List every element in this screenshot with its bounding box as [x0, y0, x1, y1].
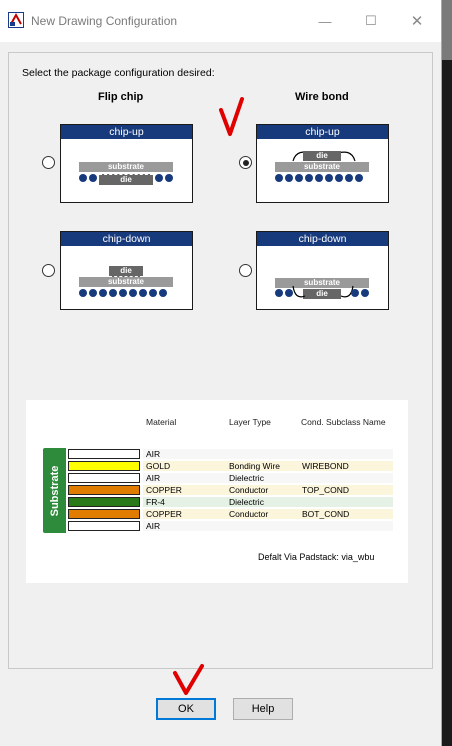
window-title: New Drawing Configuration	[31, 14, 178, 28]
layer-layer-type: Conductor	[229, 509, 269, 519]
solder-ball	[355, 174, 363, 182]
layer-color-swatch	[68, 497, 140, 507]
solder-ball	[285, 174, 293, 182]
wire-bond-down-radio[interactable]	[239, 264, 252, 277]
padstack-text: Defalt Via Padstack: via_wbu	[258, 552, 375, 562]
layer-material: AIR	[146, 473, 161, 483]
layer-material: AIR	[146, 521, 161, 531]
die-label: die	[109, 266, 143, 277]
layer-material: COPPER	[146, 509, 182, 519]
solder-ball	[99, 289, 107, 297]
substrate-side-label: Substrate	[43, 448, 66, 533]
background-window-edge	[441, 60, 452, 746]
app-icon	[8, 12, 24, 28]
maximize-button[interactable]: ☐	[365, 13, 377, 28]
layer-material: AIR	[146, 449, 161, 459]
solder-ball	[315, 174, 323, 182]
layer-color-swatch	[68, 449, 140, 459]
layer-layer-type: Bonding Wire	[229, 461, 281, 471]
card-header: chip-down	[257, 232, 388, 246]
solder-ball	[149, 289, 157, 297]
layer-color-swatch	[68, 473, 140, 483]
die-label: die	[303, 151, 341, 161]
layer-layer-type: Conductor	[229, 485, 269, 495]
layer-color-swatch	[68, 485, 140, 495]
solder-ball	[325, 174, 333, 182]
dialog-window: New Drawing Configuration — ☐ ✕ Select t…	[0, 0, 442, 746]
substrate-label: substrate	[79, 162, 173, 172]
layer-subclass: BOT_COND	[302, 509, 350, 519]
wire-bond-up-card[interactable]: chip-up die substrate	[256, 124, 389, 203]
solder-ball	[335, 174, 343, 182]
layer-subclass: WIREBOND	[302, 461, 349, 471]
die-label: die	[303, 289, 341, 299]
card-header: chip-up	[257, 125, 388, 139]
card-header: chip-down	[61, 232, 192, 246]
layer-material: FR-4	[146, 497, 165, 507]
layer-material: GOLD	[146, 461, 171, 471]
material-header: Material	[146, 417, 177, 427]
die-label: die	[99, 174, 153, 185]
card-header: chip-up	[61, 125, 192, 139]
solder-ball	[79, 174, 87, 182]
stackup-row	[143, 521, 393, 531]
solder-ball	[351, 289, 359, 297]
solder-ball	[361, 289, 369, 297]
stackup-row	[143, 485, 393, 495]
layer-color-swatch	[68, 509, 140, 519]
subclass-header: Cond. Subclass Name	[301, 417, 386, 427]
prompt-text: Select the package configuration desired…	[22, 67, 215, 79]
solder-ball	[285, 289, 293, 297]
solder-ball	[109, 289, 117, 297]
solder-ball	[275, 289, 283, 297]
annotation-checkmark	[173, 664, 204, 695]
solder-ball	[295, 174, 303, 182]
solder-ball	[155, 174, 163, 182]
config-panel	[8, 52, 433, 669]
layer-color-swatch	[68, 461, 140, 471]
flip-chip-heading: Flip chip	[98, 91, 144, 103]
layer-color-swatch	[68, 521, 140, 531]
help-button[interactable]: Help	[233, 698, 293, 720]
annotation-checkmark	[219, 97, 244, 136]
solder-ball	[79, 289, 87, 297]
layer-subclass: TOP_COND	[302, 485, 350, 495]
close-button[interactable]: ✕	[410, 13, 424, 30]
title-bar: New Drawing Configuration — ☐ ✕	[0, 0, 441, 42]
stackup-row	[143, 473, 393, 483]
layer-type-header: Layer Type	[229, 417, 271, 427]
flip-chip-down-radio[interactable]	[42, 264, 55, 277]
stackup-row	[143, 497, 393, 507]
stackup-row	[143, 449, 393, 459]
stackup-row	[143, 509, 393, 519]
minimize-button[interactable]: —	[318, 13, 332, 29]
solder-ball	[275, 174, 283, 182]
flip-chip-down-card[interactable]: chip-down die substrate	[60, 231, 193, 310]
flip-chip-up-radio[interactable]	[42, 156, 55, 169]
substrate-label: substrate	[275, 162, 369, 172]
bond-wire-icon	[292, 285, 354, 298]
substrate-label: substrate	[275, 278, 369, 288]
stackup-row	[143, 461, 393, 471]
solder-ball	[129, 289, 137, 297]
solder-ball	[89, 289, 97, 297]
wire-bond-heading: Wire bond	[295, 91, 349, 103]
layer-layer-type: Dielectric	[229, 473, 264, 483]
wire-bond-up-radio[interactable]	[239, 156, 252, 169]
solder-ball	[165, 174, 173, 182]
wire-bond-down-card[interactable]: chip-down substrate die	[256, 231, 389, 310]
substrate-label: substrate	[79, 277, 173, 287]
flip-chip-up-card[interactable]: chip-up substrate die	[60, 124, 193, 203]
solder-ball	[89, 174, 97, 182]
solder-ball	[345, 174, 353, 182]
layer-layer-type: Dielectric	[229, 497, 264, 507]
solder-ball	[139, 289, 147, 297]
substrate-side-text: Substrate	[48, 465, 61, 516]
layer-material: COPPER	[146, 485, 182, 495]
solder-ball	[305, 174, 313, 182]
solder-ball	[159, 289, 167, 297]
ok-button[interactable]: OK	[156, 698, 216, 720]
solder-ball	[119, 289, 127, 297]
